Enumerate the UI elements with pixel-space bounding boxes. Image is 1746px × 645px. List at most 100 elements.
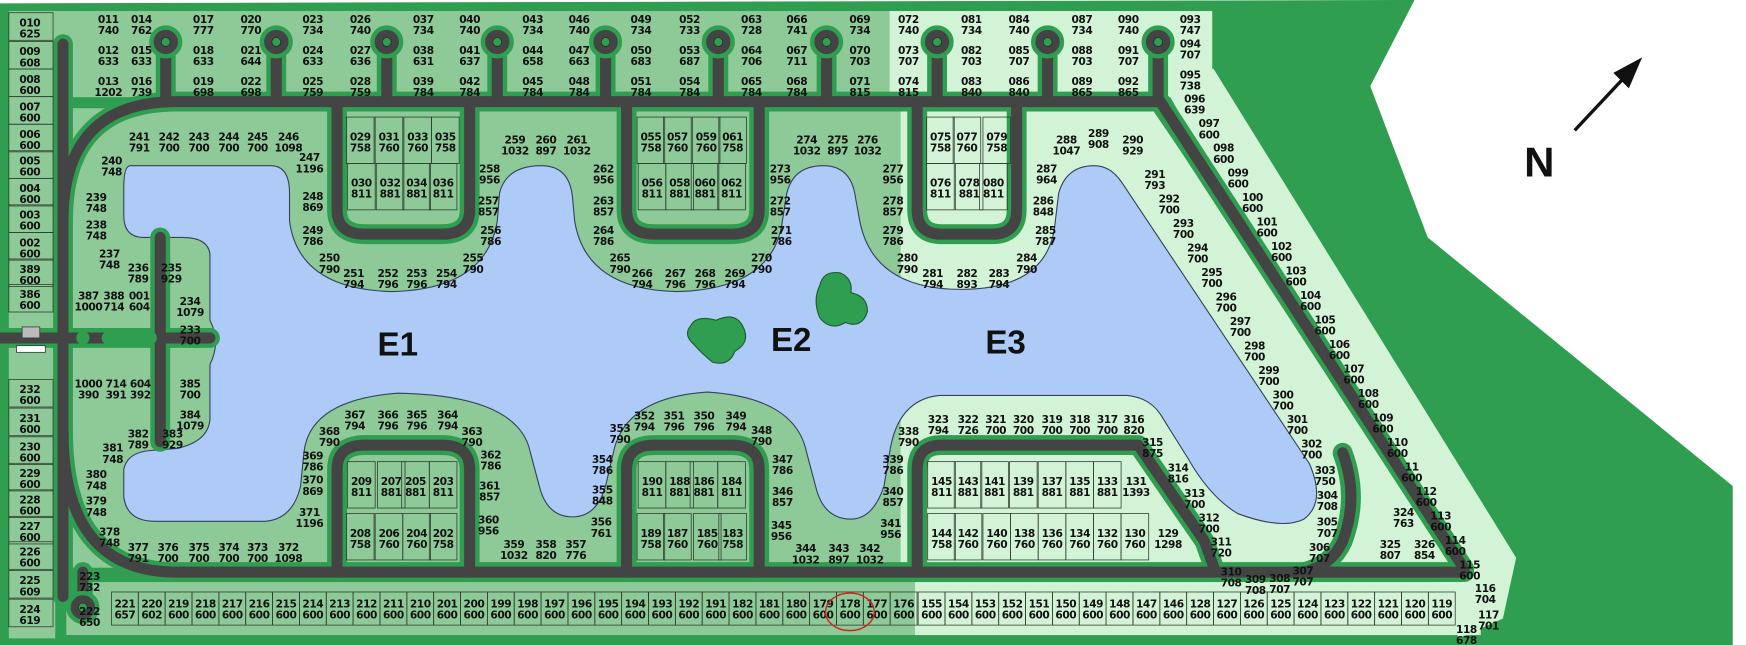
lot-number: 346 [772,486,793,498]
lot-area: 741 [786,25,807,37]
lot-number: 117 [1478,609,1499,621]
lot-area: 796 [377,421,398,433]
lot-boundary [636,513,666,561]
lot-number: 070 [849,45,870,57]
lot-number: 036 [433,178,454,190]
lot-number: 096 [1184,94,1205,106]
lot-area: 733 [679,25,700,37]
lot-area: 600 [222,609,243,621]
lot-area: 881 [381,487,402,499]
lot-area: 794 [343,279,364,291]
lot-number: 077 [957,131,978,143]
lot-number: 006 [19,129,40,141]
lot-number: 043 [522,14,543,26]
lot-area: 600 [19,140,40,152]
lot-area: 663 [569,56,590,68]
lot-area: 600 [813,609,834,621]
lot-number: 369 [302,450,323,462]
lot-area: 740 [98,25,119,37]
lot-number: 368 [319,426,340,438]
lot-number: 222 [79,606,100,618]
island-west [686,316,747,364]
lot-number: 218 [195,598,216,610]
lot-number: 027 [350,45,371,57]
lot-area: 707 [1180,50,1201,62]
lot-number: 230 [19,442,40,454]
lot-area: 929 [1122,146,1143,158]
lot-area: 760 [667,142,688,154]
lot-area: 600 [19,248,40,260]
lot-area: 708 [1221,577,1242,589]
lot-area: 600 [19,532,40,544]
lot-area: 600 [786,609,807,621]
lot-area: 881 [958,487,979,499]
lot-area: 600 [1199,129,1220,141]
lot-area: 1079 [176,421,204,433]
lot-area: 776 [565,550,586,562]
lot-area: 734 [631,25,652,37]
lot-area: 848 [592,496,613,508]
lot-number: 247 [299,152,320,164]
lot-number: 049 [631,14,652,26]
lot-boundary [1093,461,1122,509]
lot-area: 758 [435,142,456,154]
lot-number: 264 [593,225,614,237]
lot-number: 033 [407,131,428,143]
lot-area: 897 [828,554,849,566]
lot-area: 794 [726,422,747,434]
lot-area: 600 [356,609,377,621]
lot-number: 340 [882,486,903,498]
lot-number: 236 [128,263,149,275]
lot-area: 1196 [296,518,324,530]
lot-area: 956 [882,174,903,186]
lot-area: 600 [1082,609,1103,621]
lot-number: 279 [882,225,903,237]
lot-number: 110 [1387,437,1408,449]
cul-de-sac-island [932,37,942,47]
lot-number: 020 [240,14,261,26]
lot-area: 854 [1414,550,1435,562]
lot-number: 001 [129,290,150,302]
lot-area: 786 [882,236,903,248]
lot-area: 600 [19,506,40,518]
lot-area: 790 [463,264,484,276]
lot-number: 376 [158,542,179,554]
lot-number: 303 [1315,465,1336,477]
lot-area: 390 [78,390,99,402]
entrance-gate [16,326,157,353]
lot-area: 790 [1016,264,1037,276]
lot-number: 291 [1144,169,1165,181]
lot-area: 600 [1228,178,1249,190]
lot-area: 811 [433,487,454,499]
